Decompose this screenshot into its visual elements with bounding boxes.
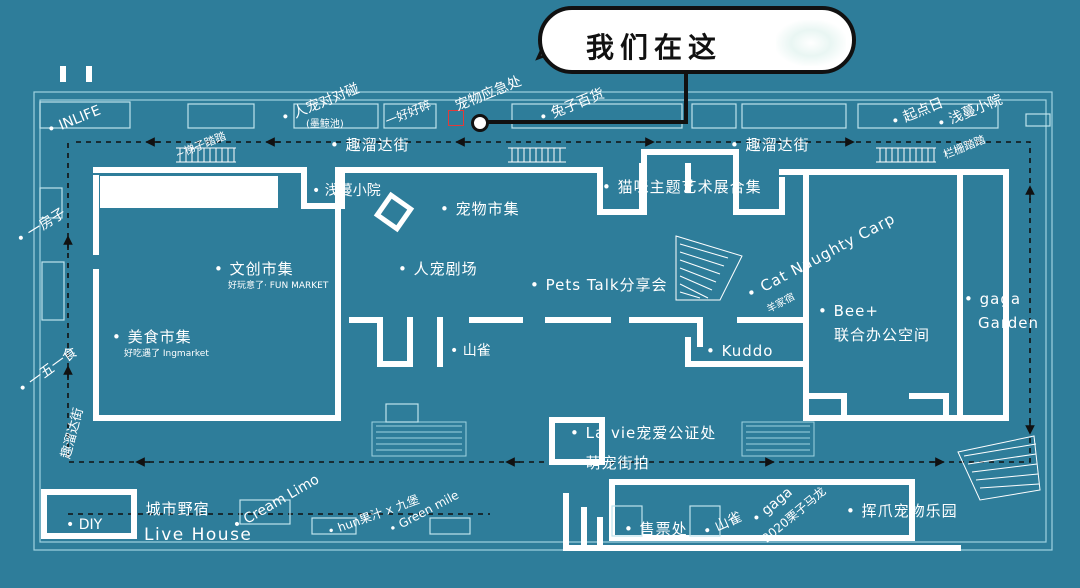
label-maomi-zhanlan[interactable]: 猫咪主题艺术展合集 xyxy=(602,180,762,195)
label-huizhao[interactable]: 挥爪宠物乐园 xyxy=(846,504,958,519)
stairs xyxy=(176,147,1041,501)
location-pin-icon xyxy=(471,114,489,132)
callout-title: 我们在这 xyxy=(586,31,723,64)
label-wenchuang-shiji[interactable]: 文创市集 xyxy=(214,262,294,277)
path-arrows xyxy=(63,137,1035,467)
corner-marks xyxy=(60,66,92,82)
stair-top-left xyxy=(176,147,236,163)
label-pets-talk[interactable]: Pets Talk分享会 xyxy=(530,278,668,293)
walls xyxy=(41,149,1009,551)
label-shanque-inner[interactable]: 山雀 xyxy=(450,344,491,358)
food-market-block xyxy=(100,176,278,208)
highlight-box xyxy=(448,110,464,126)
stair-top-mid xyxy=(508,147,566,163)
callout-glow xyxy=(776,20,846,66)
label-renchong-sub: (墨鲸池) xyxy=(306,119,344,130)
label-renchong-juchang[interactable]: 人宠剧场 xyxy=(398,262,478,277)
diamond-room xyxy=(373,191,415,233)
label-meishi-sub: 好吃遇了 Ingmarket xyxy=(124,349,209,359)
label-qudou-top-right[interactable]: 趣溜达街 xyxy=(730,138,810,153)
label-gaga-sub: Garden xyxy=(978,314,1039,332)
label-wenchuang-sub: 好玩意了· FUN MARKET xyxy=(228,281,329,291)
label-kuddo[interactable]: Kuddo xyxy=(706,344,773,359)
label-mengchong[interactable]: 萌宠街拍 xyxy=(570,456,650,471)
label-lavie[interactable]: La vie宠爱公证处 xyxy=(570,426,716,441)
label-shoupiao[interactable]: 售票处 xyxy=(624,522,688,537)
label-bee-sub: 联合办公空间 xyxy=(834,326,931,344)
stair-top-right xyxy=(876,147,936,163)
location-callout: 我们在这 xyxy=(538,6,856,74)
label-diy[interactable]: DIY xyxy=(66,518,102,532)
label-meishi-shiji[interactable]: 美食市集 xyxy=(112,330,192,345)
label-qudou-top-left[interactable]: 趣溜达街 xyxy=(330,138,410,153)
stair-bottom-right xyxy=(957,435,1041,501)
label-live-house[interactable]: Live House xyxy=(144,525,253,545)
label-chengshi-yesu[interactable]: 城市野宿 xyxy=(130,502,210,517)
stair-center xyxy=(675,235,743,301)
label-chongwu-shiji[interactable]: 宠物市集 xyxy=(440,202,520,217)
outer-boundary xyxy=(33,91,1053,551)
hatched-blocks xyxy=(371,421,815,457)
label-bee-title[interactable]: Bee+ xyxy=(818,304,879,319)
label-gaga-title[interactable]: gaga xyxy=(964,292,1021,307)
label-qianman-xiaoyuan[interactable]: 浅蔓小院 xyxy=(312,184,381,198)
